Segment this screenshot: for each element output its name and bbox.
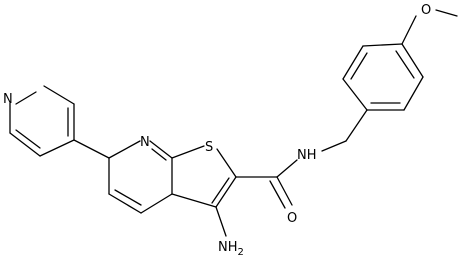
methoxyphenyl-ring [342, 43, 424, 111]
nh-ch2-bond [321, 140, 347, 152]
o-methyl-bond [435, 9, 458, 17]
pyridyl-ring [9, 85, 75, 157]
methoxy-oxygen-label: O [421, 3, 431, 18]
carbonyl-oxygen-label: O [287, 211, 297, 226]
aryl-o-bond [401, 15, 417, 45]
biaryl-bond [73, 139, 110, 159]
core-nitrogen-label: N [140, 135, 150, 150]
amide-nh-label: NH [297, 148, 317, 163]
pyridine-nitrogen-label: N [3, 92, 13, 107]
amino-bond [215, 206, 227, 237]
carboxamide-group [235, 159, 298, 209]
amino-label: NH2 [218, 240, 244, 258]
ch2-aryl-bond [345, 109, 368, 142]
thiophene-ring [171, 145, 237, 208]
pyridine-ring [108, 140, 173, 214]
sulfur-label: S [205, 140, 213, 155]
